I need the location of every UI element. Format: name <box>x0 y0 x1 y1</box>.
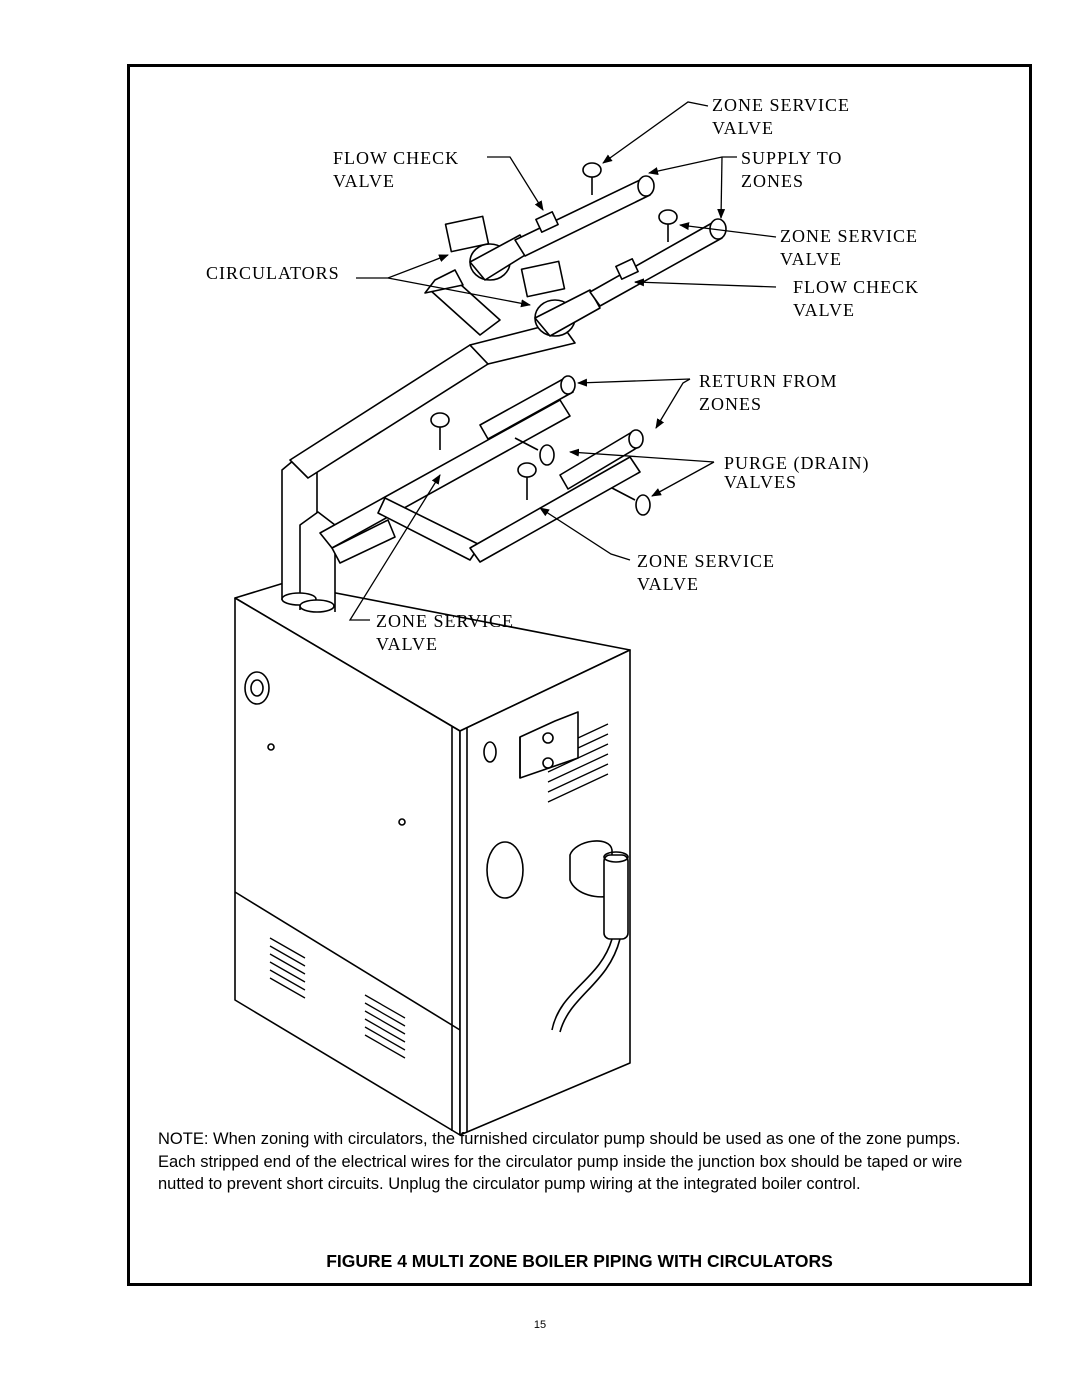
label-supply-to-zones: SUPPLY TO <box>741 148 842 168</box>
label-flow-check-valve-left: FLOW CHECK <box>333 148 459 168</box>
label-zone-service-valve-lower-right-2: VALVE <box>637 574 699 594</box>
label-supply-to-zones-2: ZONES <box>741 171 804 191</box>
label-zone-service-valve-top-2: VALVE <box>712 118 774 138</box>
return-pipes <box>319 375 651 564</box>
figure-caption: FIGURE 4 MULTI ZONE BOILER PIPING WITH C… <box>326 1251 833 1271</box>
label-zone-service-valve-bottom-2: VALVE <box>376 634 438 654</box>
circulator-2 <box>520 260 601 337</box>
label-purge-drain-valves: PURGE (DRAIN) <box>724 453 870 474</box>
label-zone-service-valve-bottom: ZONE SERVICE <box>376 611 514 631</box>
label-flow-check-valve-left-2: VALVE <box>333 171 395 191</box>
page-number: 15 <box>533 1319 547 1331</box>
boiler-cabinet <box>234 582 631 1136</box>
label-flow-check-valve-right: FLOW CHECK <box>793 277 919 297</box>
circulator-1 <box>444 215 531 281</box>
cabinet-details <box>244 671 629 1033</box>
label-purge-drain-valves-2: VALVES <box>724 472 797 492</box>
label-return-from-zones: RETURN FROM <box>699 371 838 391</box>
supply-pipes <box>514 162 727 307</box>
label-zone-service-valve-top: ZONE SERVICE <box>712 95 850 115</box>
label-circulators: CIRCULATORS <box>206 263 340 283</box>
label-zone-service-valve-right: ZONE SERVICE <box>780 226 918 246</box>
leader-lines <box>348 101 777 621</box>
label-zone-service-valve-lower-right: ZONE SERVICE <box>637 551 775 571</box>
figure-frame <box>127 64 1032 1286</box>
label-flow-check-valve-right-2: VALVE <box>793 300 855 320</box>
figure-note: NOTE: When zoning with circulators, the … <box>158 1130 963 1193</box>
label-return-from-zones-2: ZONES <box>699 394 762 414</box>
boiler-risers <box>281 454 336 613</box>
label-zone-service-valve-right-2: VALVE <box>780 249 842 269</box>
